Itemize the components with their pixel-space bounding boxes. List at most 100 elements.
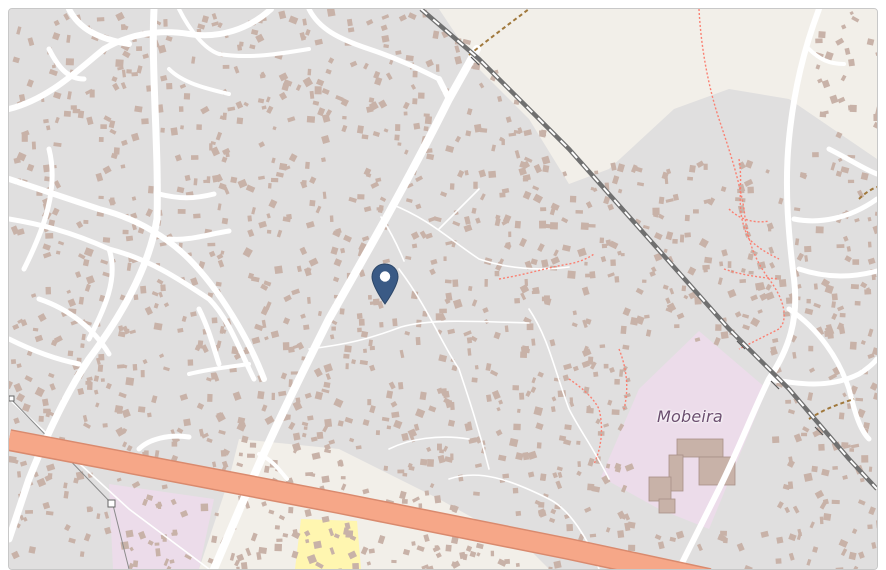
building <box>835 170 843 177</box>
building <box>98 136 104 143</box>
building <box>395 124 401 131</box>
building <box>163 19 168 27</box>
building <box>211 12 218 20</box>
building <box>605 527 611 533</box>
building <box>812 429 821 438</box>
building <box>818 31 826 39</box>
building <box>550 406 556 413</box>
building <box>608 240 619 250</box>
building <box>321 87 330 95</box>
building <box>278 72 289 82</box>
building <box>26 163 35 172</box>
building <box>454 135 462 143</box>
dashed-paths-layer <box>498 9 785 465</box>
building <box>524 260 533 270</box>
building <box>206 176 211 184</box>
building <box>81 333 86 341</box>
building <box>264 415 275 425</box>
power-tower <box>107 499 116 508</box>
building <box>370 181 380 189</box>
map-pin-icon[interactable] <box>370 262 400 306</box>
building <box>86 507 93 512</box>
building <box>219 115 225 121</box>
building <box>87 472 94 479</box>
building <box>16 26 22 35</box>
building <box>24 375 33 383</box>
building <box>454 55 463 65</box>
building <box>519 160 528 169</box>
building <box>380 24 388 32</box>
building <box>829 94 839 104</box>
building <box>241 435 249 444</box>
building <box>307 415 314 421</box>
building <box>278 390 287 397</box>
building <box>383 128 389 133</box>
building <box>541 155 551 165</box>
building <box>76 220 84 229</box>
building <box>821 79 831 89</box>
building <box>524 156 533 163</box>
building <box>760 530 769 538</box>
building <box>486 394 492 403</box>
building <box>689 164 696 173</box>
building <box>562 171 568 177</box>
building <box>412 70 418 78</box>
building <box>83 247 94 257</box>
building <box>98 353 105 361</box>
building <box>309 199 316 207</box>
building <box>357 194 365 200</box>
building <box>159 241 167 247</box>
building <box>117 364 125 369</box>
building <box>342 115 347 120</box>
building <box>424 116 433 125</box>
building <box>503 242 512 250</box>
building <box>333 258 343 267</box>
map-canvas[interactable] <box>9 9 877 569</box>
building <box>600 255 607 263</box>
building <box>452 298 463 309</box>
building <box>750 317 761 328</box>
building <box>703 163 708 170</box>
building <box>854 300 861 306</box>
building <box>210 141 216 146</box>
building <box>137 406 146 413</box>
building <box>263 465 270 474</box>
building <box>399 349 405 359</box>
building <box>491 144 497 152</box>
building <box>383 44 390 49</box>
building <box>717 277 723 285</box>
building <box>519 284 530 294</box>
building <box>145 494 154 501</box>
building <box>140 285 147 294</box>
building <box>844 47 851 55</box>
building <box>238 422 246 428</box>
building <box>282 532 289 538</box>
building <box>577 461 581 467</box>
building <box>552 472 558 479</box>
building <box>812 152 819 158</box>
building <box>146 412 152 418</box>
building <box>824 284 834 294</box>
building <box>658 213 665 220</box>
building <box>237 44 243 51</box>
building <box>66 289 72 294</box>
building <box>232 391 242 401</box>
building <box>125 235 134 242</box>
building <box>178 106 184 112</box>
building <box>287 116 296 123</box>
building <box>220 449 227 457</box>
building <box>419 458 428 466</box>
building <box>270 330 280 339</box>
building <box>121 408 131 419</box>
building <box>815 427 825 434</box>
building <box>153 302 159 309</box>
map-viewport[interactable]: Mobeira <box>8 8 878 570</box>
building <box>525 390 532 398</box>
building <box>745 159 754 169</box>
building <box>355 445 362 450</box>
building <box>649 270 656 277</box>
building <box>508 132 517 137</box>
building <box>496 406 501 412</box>
building <box>77 253 86 260</box>
building <box>515 452 524 461</box>
